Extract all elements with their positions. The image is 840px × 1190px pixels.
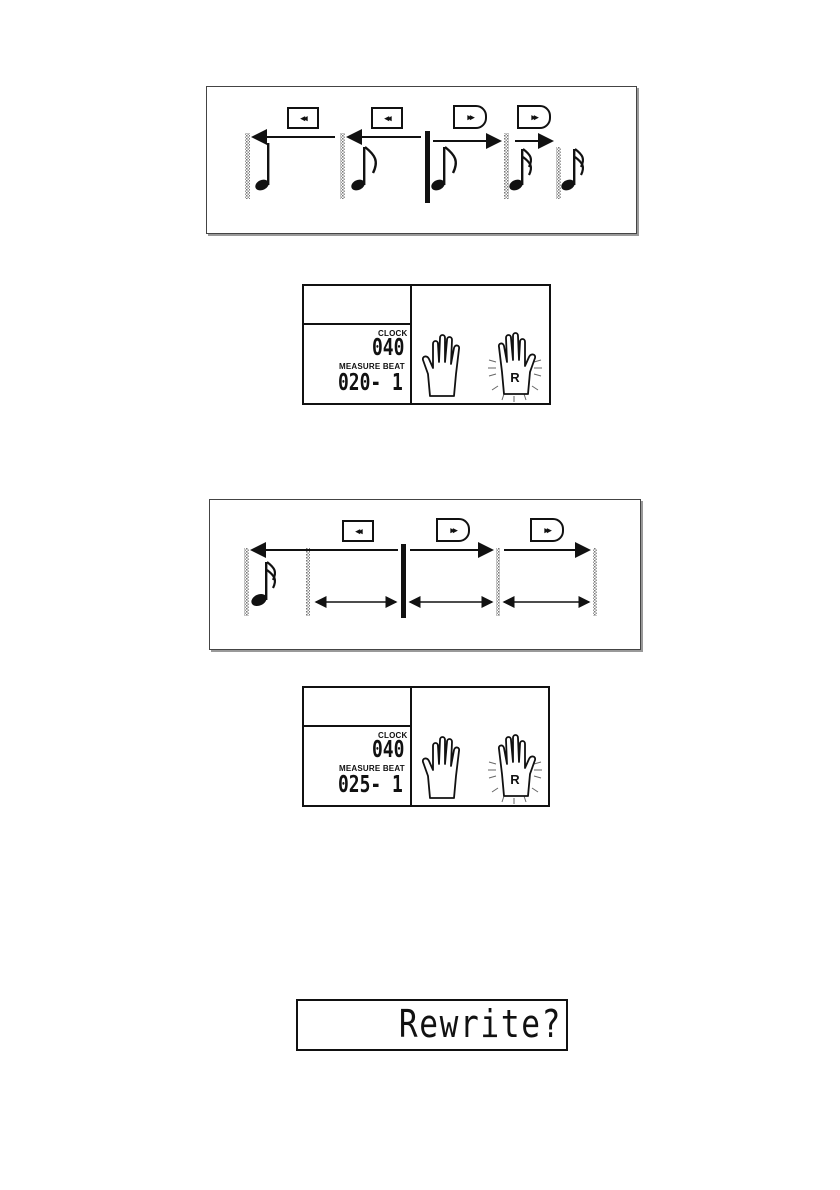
rewind-button-2: ◂◂ xyxy=(371,107,403,129)
left-hand-icon xyxy=(421,334,461,397)
right-hand-icon-active: R xyxy=(488,332,542,402)
measure-guide-line xyxy=(593,548,597,616)
forward-button-1: ▸▸ xyxy=(436,518,470,542)
lcd-display-2: CLOCK 040 MEASURE BEAT 025- 1 R xyxy=(302,686,550,807)
clock-value: 040 xyxy=(372,737,405,763)
left-hand-icon xyxy=(421,736,461,799)
sixteenth-note-icon xyxy=(251,561,277,607)
lcd1-hands: R xyxy=(421,332,542,402)
beat-guide-line xyxy=(556,147,561,199)
lcd-divider xyxy=(304,725,410,727)
clock-label: CLOCK xyxy=(378,329,408,338)
rewind-button-1: ◂◂ xyxy=(287,107,319,129)
measure-guide-line xyxy=(496,548,500,616)
sixteenth-note-icon xyxy=(561,148,585,191)
rewrite-message: Rewrite? xyxy=(398,1002,562,1046)
diagram-measure-steps: ◂◂ ▸▸ ▸▸ xyxy=(209,499,641,650)
right-hand-icon-active: R xyxy=(488,734,542,804)
diagram2-graphics xyxy=(244,542,597,618)
measure-beat-label: MEASURE BEAT xyxy=(339,764,405,773)
eighth-note-icon xyxy=(431,146,457,191)
forward-button-2: ▸▸ xyxy=(530,518,564,542)
forward-button-1: ▸▸ xyxy=(453,105,487,129)
forward-button-2: ▸▸ xyxy=(517,105,551,129)
lcd-divider xyxy=(410,286,412,403)
clock-label: CLOCK xyxy=(378,731,408,740)
measure-beat-label: MEASURE BEAT xyxy=(339,362,405,371)
lcd2-hands: R xyxy=(421,734,542,804)
lcd-display-1: CLOCK 040 MEASURE BEAT 020- 1 R xyxy=(302,284,551,405)
clock-value: 040 xyxy=(372,335,405,361)
diagram1-graphics xyxy=(245,129,585,203)
current-position-marker xyxy=(425,131,430,203)
beat-guide-line xyxy=(245,133,250,199)
rewrite-display: Rewrite? xyxy=(296,999,568,1051)
current-position-marker xyxy=(401,544,406,618)
eighth-note-icon xyxy=(351,146,377,191)
rewind-button: ◂◂ xyxy=(342,520,374,542)
right-hand-letter: R xyxy=(510,772,520,787)
sixteenth-note-icon xyxy=(509,148,533,191)
measure-beat-value: 020- 1 xyxy=(338,370,403,396)
beat-guide-line xyxy=(504,133,509,199)
lcd-divider xyxy=(304,323,410,325)
measure-guide-line xyxy=(306,548,310,616)
quarter-note-icon xyxy=(255,143,270,191)
right-hand-letter: R xyxy=(510,370,520,385)
lcd-divider xyxy=(410,688,412,805)
beat-guide-line xyxy=(340,133,345,199)
measure-beat-value: 025- 1 xyxy=(338,772,403,798)
diagram-quantize-note-steps: ◂◂ ◂◂ ▸▸ ▸▸ xyxy=(206,86,637,234)
measure-guide-line xyxy=(244,548,249,616)
